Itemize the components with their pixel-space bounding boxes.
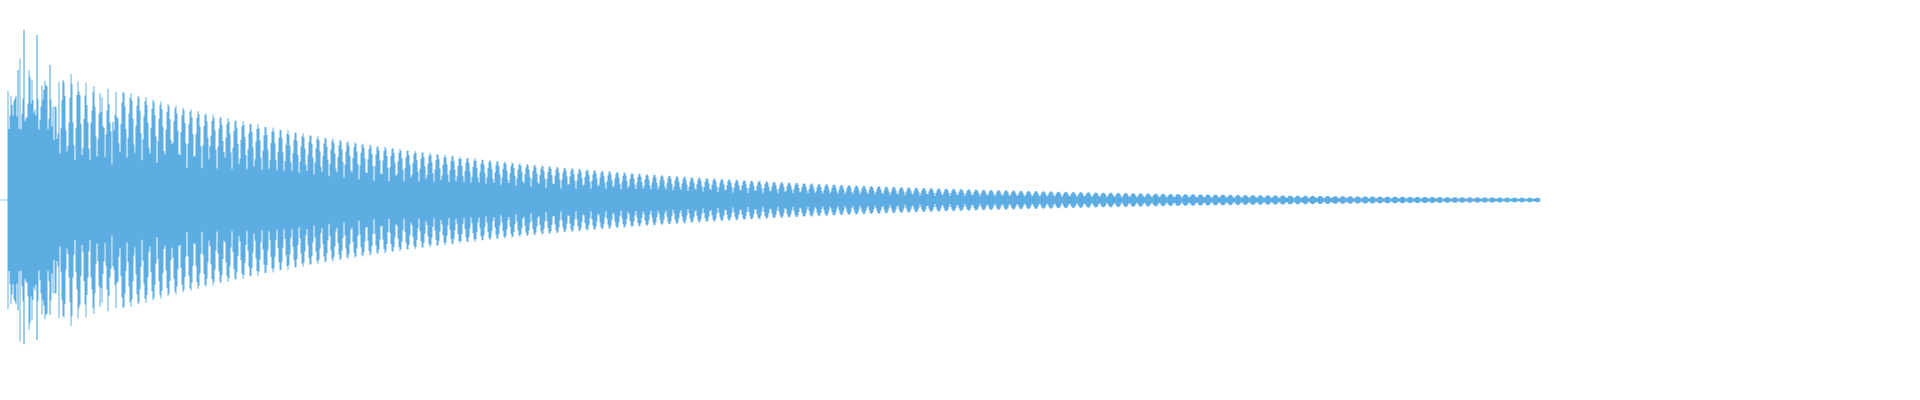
waveform-strokes bbox=[7, 30, 1541, 345]
